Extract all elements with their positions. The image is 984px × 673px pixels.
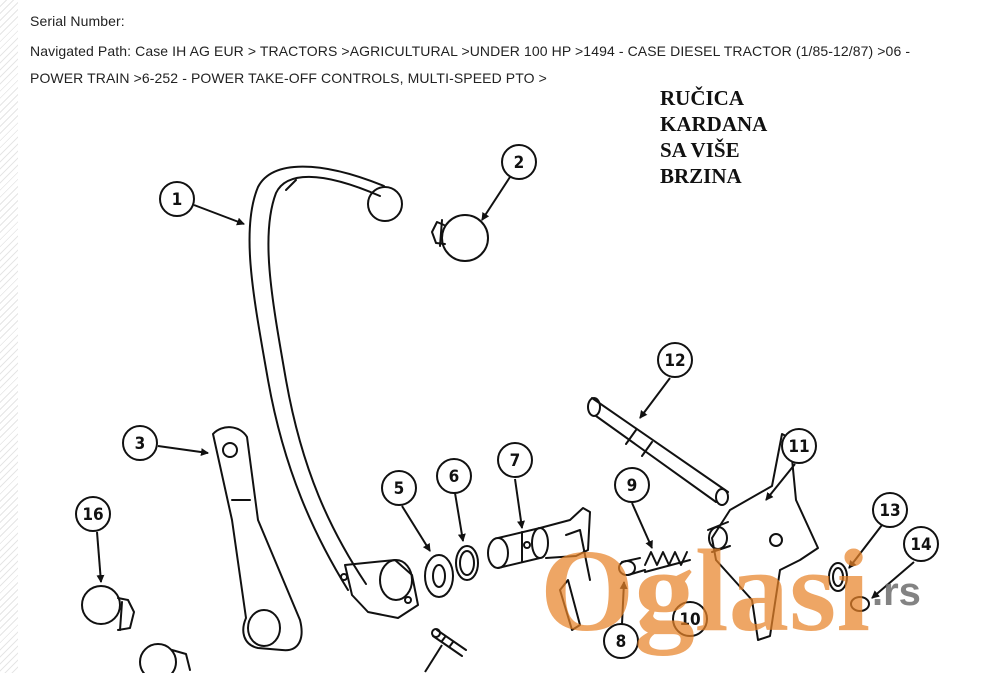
callout-arrow bbox=[514, 478, 525, 529]
callout-arrow bbox=[765, 463, 796, 501]
callout-number: 2 bbox=[514, 153, 525, 173]
callout-arrow bbox=[619, 581, 628, 625]
serial-number-label: Serial Number: bbox=[30, 13, 125, 29]
callout-circle bbox=[159, 181, 195, 217]
callout-number: 14 bbox=[910, 535, 931, 555]
callout-circle bbox=[657, 342, 693, 378]
callout-number: 10 bbox=[679, 610, 700, 630]
callout-arrow bbox=[848, 524, 883, 569]
callout-number: 12 bbox=[664, 351, 685, 371]
part-housing bbox=[707, 433, 819, 641]
part-link bbox=[212, 426, 303, 652]
callout-number: 7 bbox=[510, 451, 521, 471]
callout-circle bbox=[903, 526, 939, 562]
callout-circle bbox=[497, 442, 533, 478]
part-detent-fork bbox=[559, 529, 591, 631]
callout-arrow bbox=[481, 176, 511, 221]
callout-number: 9 bbox=[627, 476, 638, 496]
part-knob-small bbox=[81, 585, 135, 631]
navigated-path-line-1: Navigated Path: Case IH AG EUR > TRACTOR… bbox=[30, 43, 911, 59]
callout-circle bbox=[122, 425, 158, 461]
diagram-title: RUČICA KARDANA SA VIŠE BRZINA bbox=[660, 85, 767, 189]
callout-circle bbox=[501, 144, 537, 180]
watermark-logo: Oglasi .rs bbox=[540, 525, 921, 656]
callout-number: 8 bbox=[616, 632, 627, 652]
callout-arrow bbox=[193, 204, 245, 226]
part-knob bbox=[431, 214, 489, 262]
callout-number: 13 bbox=[879, 501, 900, 521]
callout-circle bbox=[381, 470, 417, 506]
callout-number: 6 bbox=[449, 467, 460, 487]
part-shaft bbox=[487, 507, 591, 569]
callout-circle bbox=[614, 467, 650, 503]
watermark-text: Oglasi bbox=[540, 525, 870, 656]
part-ring bbox=[850, 596, 870, 612]
callout-number: 1 bbox=[172, 190, 183, 210]
callout-circle bbox=[603, 623, 639, 659]
title-line: BRZINA bbox=[660, 164, 742, 188]
title-line: KARDANA bbox=[660, 112, 768, 136]
callout-circle bbox=[781, 428, 817, 464]
callout-circle bbox=[436, 458, 472, 494]
title-line: RUČICA bbox=[660, 86, 744, 110]
page-side-stripe bbox=[0, 0, 18, 673]
callout-number: 5 bbox=[394, 479, 405, 499]
callout-arrow bbox=[454, 492, 466, 542]
part-knob-partial bbox=[139, 643, 191, 673]
callout-circle bbox=[672, 601, 708, 637]
watermark-tld: .rs bbox=[872, 570, 921, 614]
title-line: SA VIŠE bbox=[660, 138, 740, 162]
callout-number: 3 bbox=[135, 434, 146, 454]
callout-arrow bbox=[631, 502, 653, 549]
callout-circle bbox=[872, 492, 908, 528]
callout-arrow bbox=[871, 561, 915, 599]
callout-arrow bbox=[639, 377, 671, 419]
callout-arrow bbox=[401, 505, 431, 552]
part-rod bbox=[587, 397, 729, 506]
callout-number: 16 bbox=[82, 505, 103, 525]
part-washer bbox=[424, 554, 454, 598]
callout-number: 11 bbox=[788, 437, 809, 457]
part-snap-ring bbox=[455, 545, 479, 581]
callout-arrow bbox=[96, 531, 105, 583]
callout-arrow bbox=[157, 445, 209, 456]
navigated-path-line-2: POWER TRAIN >6-252 - POWER TAKE-OFF CONT… bbox=[30, 70, 547, 86]
part-spring-pin bbox=[431, 628, 467, 657]
part-o-ring bbox=[828, 562, 848, 592]
part-lever bbox=[248, 165, 419, 619]
callout-arrow bbox=[424, 644, 443, 673]
part-spring bbox=[618, 551, 691, 576]
callout-circle bbox=[75, 496, 111, 532]
